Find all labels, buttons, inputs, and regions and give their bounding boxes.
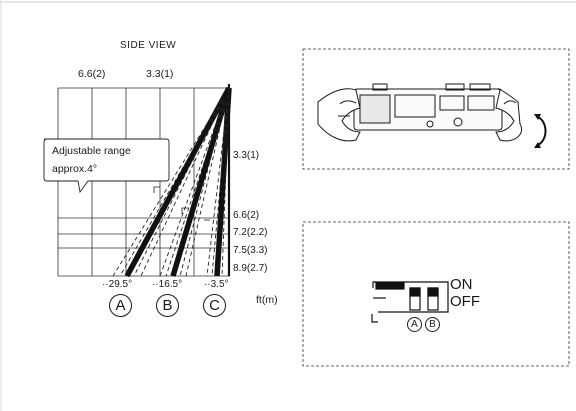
beam-b-center: [170, 87, 232, 277]
beam-a-center: [124, 86, 232, 278]
rotation-arrow: [537, 116, 547, 146]
angle-label-c: ··3.5°: [204, 279, 229, 290]
right-distance-label: 7.5(3.3): [233, 245, 268, 256]
switch-panel-border: [302, 221, 570, 367]
right-distance-label: 7.2(2.2): [233, 227, 268, 238]
device-panel-border: [302, 48, 570, 170]
switch-b-marker: B: [425, 317, 440, 332]
angle-label-b: ··16.5°: [152, 279, 183, 290]
top-distance-label: 6.6(2): [78, 68, 106, 80]
unit-label: ft(m): [256, 294, 278, 306]
switch-a-marker: A: [407, 317, 422, 332]
callout-bubble: [43, 138, 170, 194]
position-c-marker: C: [203, 294, 226, 317]
switch-on-label: ON: [450, 276, 473, 293]
beam-c-center: [214, 87, 232, 277]
right-distance-label: 8.9(2.7): [233, 263, 268, 274]
right-distance-label: 3.3(1): [233, 150, 260, 161]
beam-fans: [112, 86, 232, 278]
callout-line-2: approx.4°: [52, 163, 98, 175]
position-b-marker: B: [156, 294, 179, 317]
callout-line-1: Adjustable range: [52, 145, 131, 157]
position-a-marker: A: [109, 294, 132, 317]
right-distance-label: 6.6(2): [233, 210, 260, 221]
side-view-grid: [57, 87, 230, 277]
switch-off-label: OFF: [450, 293, 480, 310]
hands-holding-device-illustration: [317, 83, 522, 142]
angle-label-a: ··29.5°: [102, 279, 133, 290]
dip-switch-illustration: [371, 281, 449, 323]
top-distance-label: 3.3(1): [146, 68, 174, 80]
side-view-title: SIDE VIEW: [120, 40, 177, 51]
